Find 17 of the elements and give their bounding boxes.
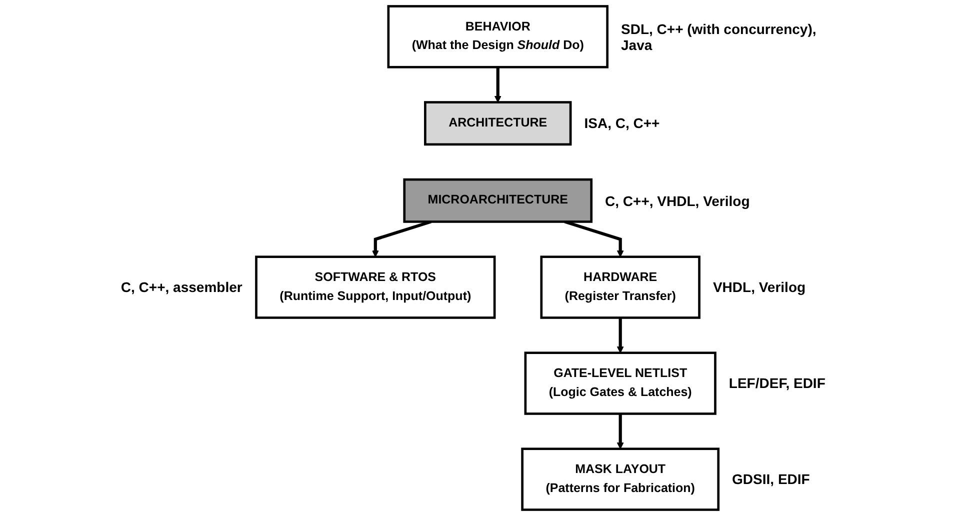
language-list: ISA, C, C++ — [584, 115, 660, 132]
language-list: C, C++, VHDL, Verilog — [605, 192, 750, 209]
arrow — [616, 414, 624, 450]
language-list: SDL, C++ (with concurrency), Java — [621, 20, 851, 53]
language-list: VHDL, Verilog — [712, 279, 806, 296]
arrow — [494, 67, 501, 103]
language-list: C, C++, assembler — [120, 279, 242, 296]
arrow — [616, 318, 624, 354]
language-list: GDSII, EDIF — [732, 471, 810, 488]
node-box: HARDWARE (Register Transfer) — [540, 256, 700, 319]
node-box: ARCHITECTURE — [424, 101, 572, 146]
language-list: LEF/DEF, EDIF — [728, 375, 826, 392]
node-box: GATE-LEVEL NETLIST (Logic Gates & Latches) — [524, 352, 716, 415]
node-box: MICROARCHITECTURE — [402, 178, 592, 223]
node-box: SOFTWARE & RTOS (Runtime Support, Input/Output) — [254, 256, 496, 319]
node-box: BEHAVIOR (What the Design Should Do) — [386, 5, 608, 68]
node-box: MASK LAYOUT (Patterns for Fabrication) — [520, 448, 720, 511]
